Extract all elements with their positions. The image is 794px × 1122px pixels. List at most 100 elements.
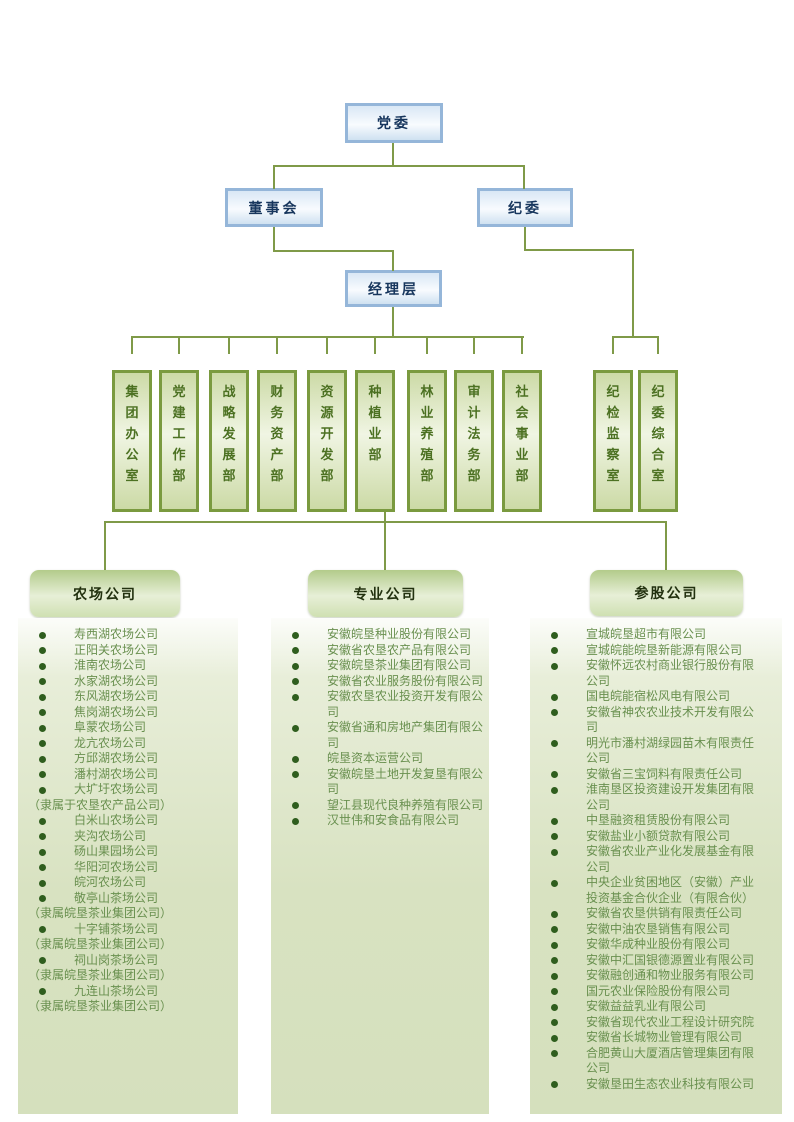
discipline-office-box-label: 纪检监察室: [606, 385, 620, 484]
company-name: 安徽省通和房地产集团有限公司: [327, 720, 484, 750]
company-name: 国元农业保险股份有限公司: [586, 983, 731, 998]
bullet-icon: [551, 926, 558, 933]
department-box: 党建工作部: [159, 370, 199, 512]
company-list-item: 汉世伟和安食品有限公司: [271, 813, 489, 829]
company-list-item: 中垦融资租赁股份有限公司: [530, 813, 782, 829]
company-name: 九连山茶场公司: [74, 983, 159, 998]
connector-line: [273, 165, 525, 167]
company-name: 合肥黄山大厦酒店管理集团有限公司: [586, 1045, 755, 1076]
company-name: 夹沟农场公司: [74, 828, 147, 843]
connector-line: [178, 337, 180, 354]
company-list-item: 安徽皖垦土地开发复垦有限公司: [271, 767, 489, 798]
bullet-icon: [292, 755, 299, 763]
discipline-office-box: 纪委综合室: [638, 370, 678, 512]
company-list-item: 淮南农场公司: [18, 658, 238, 674]
company-name: 安徽农垦农业投资开发有限公司: [327, 689, 484, 719]
node-management-level: 经理层: [345, 270, 442, 307]
bullet-icon: [551, 848, 558, 856]
company-list-item: 宣城皖垦超市有限公司: [530, 627, 782, 643]
department-box: 种植业部: [355, 370, 395, 512]
connector-line: [524, 249, 634, 251]
group-header-farm-companies: 农场公司: [30, 570, 180, 617]
bullet-icon: [39, 817, 46, 825]
company-list-item: 安徽省农业服务股份有限公司: [271, 674, 489, 690]
bullet-icon: [551, 709, 558, 716]
company-name: 安徽省长城物业管理有限公司: [586, 1030, 743, 1044]
company-list-item: 潘村湖农场公司: [18, 767, 238, 783]
department-box-label: 财务资产部: [270, 385, 284, 484]
company-name: 安徽省神农农业技术开发有限公司: [586, 704, 755, 735]
company-list-item: 安徽省神农农业技术开发有限公司: [530, 705, 782, 736]
company-name: 宣城皖能皖垦新能源有限公司: [586, 642, 743, 657]
company-list-item: 祠山岗茶场公司: [18, 953, 238, 969]
bullet-icon: [39, 957, 46, 964]
connector-line: [273, 250, 394, 252]
bullet-icon: [551, 941, 558, 949]
company-list-item: 安徽省通和房地产集团有限公司: [271, 720, 489, 751]
bullet-icon: [39, 662, 46, 670]
company-list-item: 安徽盐业小额贷款有限公司: [530, 829, 782, 845]
bullet-icon: [39, 988, 46, 995]
bullet-icon: [39, 647, 46, 654]
company-name: 安徽省现代农业工程设计研究院: [586, 1014, 755, 1029]
bullet-icon: [39, 740, 46, 747]
company-name: 焦岗湖农场公司: [74, 704, 159, 719]
bullet-icon: [292, 662, 299, 670]
connector-line: [523, 165, 525, 189]
bullet-icon: [551, 1050, 558, 1057]
company-list-item: 宣城皖能皖垦新能源有限公司: [530, 643, 782, 659]
bullet-icon: [39, 879, 46, 887]
bullet-icon: [292, 771, 299, 778]
department-box: 集团办公室: [112, 370, 152, 512]
company-name: 方邱湖农场公司: [74, 751, 159, 765]
company-name: （隶属皖垦茶业集团公司）: [28, 906, 173, 920]
company-list-item: 安徽益益乳业有限公司: [530, 999, 782, 1015]
bullet-icon: [551, 957, 558, 964]
connector-line: [276, 337, 278, 354]
company-list-item: 焦岗湖农场公司: [18, 705, 238, 721]
company-list-item: 国电皖能宿松风电有限公司: [530, 689, 782, 705]
company-list-item: 安徽省农垦供销有限责任公司: [530, 906, 782, 922]
company-list-item: 华阳河农场公司: [18, 860, 238, 876]
bullet-icon: [551, 786, 558, 794]
connector-line: [384, 512, 386, 523]
company-name: 中垦融资租赁股份有限公司: [586, 813, 731, 827]
discipline-office-box: 纪检监察室: [593, 370, 633, 512]
department-box-label: 审计法务部: [467, 385, 481, 484]
company-list-item: 安徽省农业产业化发展基金有限公司: [530, 844, 782, 875]
company-name: （隶属皖垦茶业集团公司）: [28, 999, 173, 1013]
node-party-committee: 党委: [345, 103, 443, 143]
company-name: 龙亢农场公司: [74, 735, 147, 750]
bullet-icon: [551, 910, 558, 918]
bullet-icon: [551, 647, 558, 654]
company-name: 安徽皖垦土地开发复垦有限公司: [327, 766, 484, 797]
connector-line: [384, 521, 386, 571]
company-name: 十字铺茶场公司: [74, 921, 159, 936]
department-box: 审计法务部: [454, 370, 494, 512]
department-box: 财务资产部: [257, 370, 297, 512]
connector-line: [665, 521, 667, 571]
bullet-icon: [39, 724, 46, 732]
affiliation-note: （隶属皖垦茶业集团公司）: [18, 937, 238, 953]
bullet-icon: [39, 755, 46, 763]
bullet-icon: [39, 786, 46, 794]
company-list-item: 皖垦资本运营公司: [271, 751, 489, 767]
company-list-item: 白米山农场公司: [18, 813, 238, 829]
company-list-item: 方邱湖农场公司: [18, 751, 238, 767]
bullet-icon: [551, 988, 558, 995]
company-name: 安徽省农垦供销有限责任公司: [586, 906, 743, 920]
bullet-icon: [39, 864, 46, 871]
connector-line: [612, 336, 659, 338]
bullet-icon: [292, 724, 299, 732]
bullet-icon: [551, 1034, 558, 1042]
company-name: 安徽皖垦茶业集团有限公司: [327, 658, 472, 672]
connector-line: [131, 337, 133, 354]
connector-line: [326, 337, 328, 354]
company-name: 安徽中汇国银德源置业有限公司: [586, 952, 755, 967]
company-list-item: 夹沟农场公司: [18, 829, 238, 845]
connector-line: [657, 337, 659, 354]
company-name: 阜蒙农场公司: [74, 720, 147, 734]
connector-line: [228, 337, 230, 354]
bullet-icon: [39, 771, 46, 778]
